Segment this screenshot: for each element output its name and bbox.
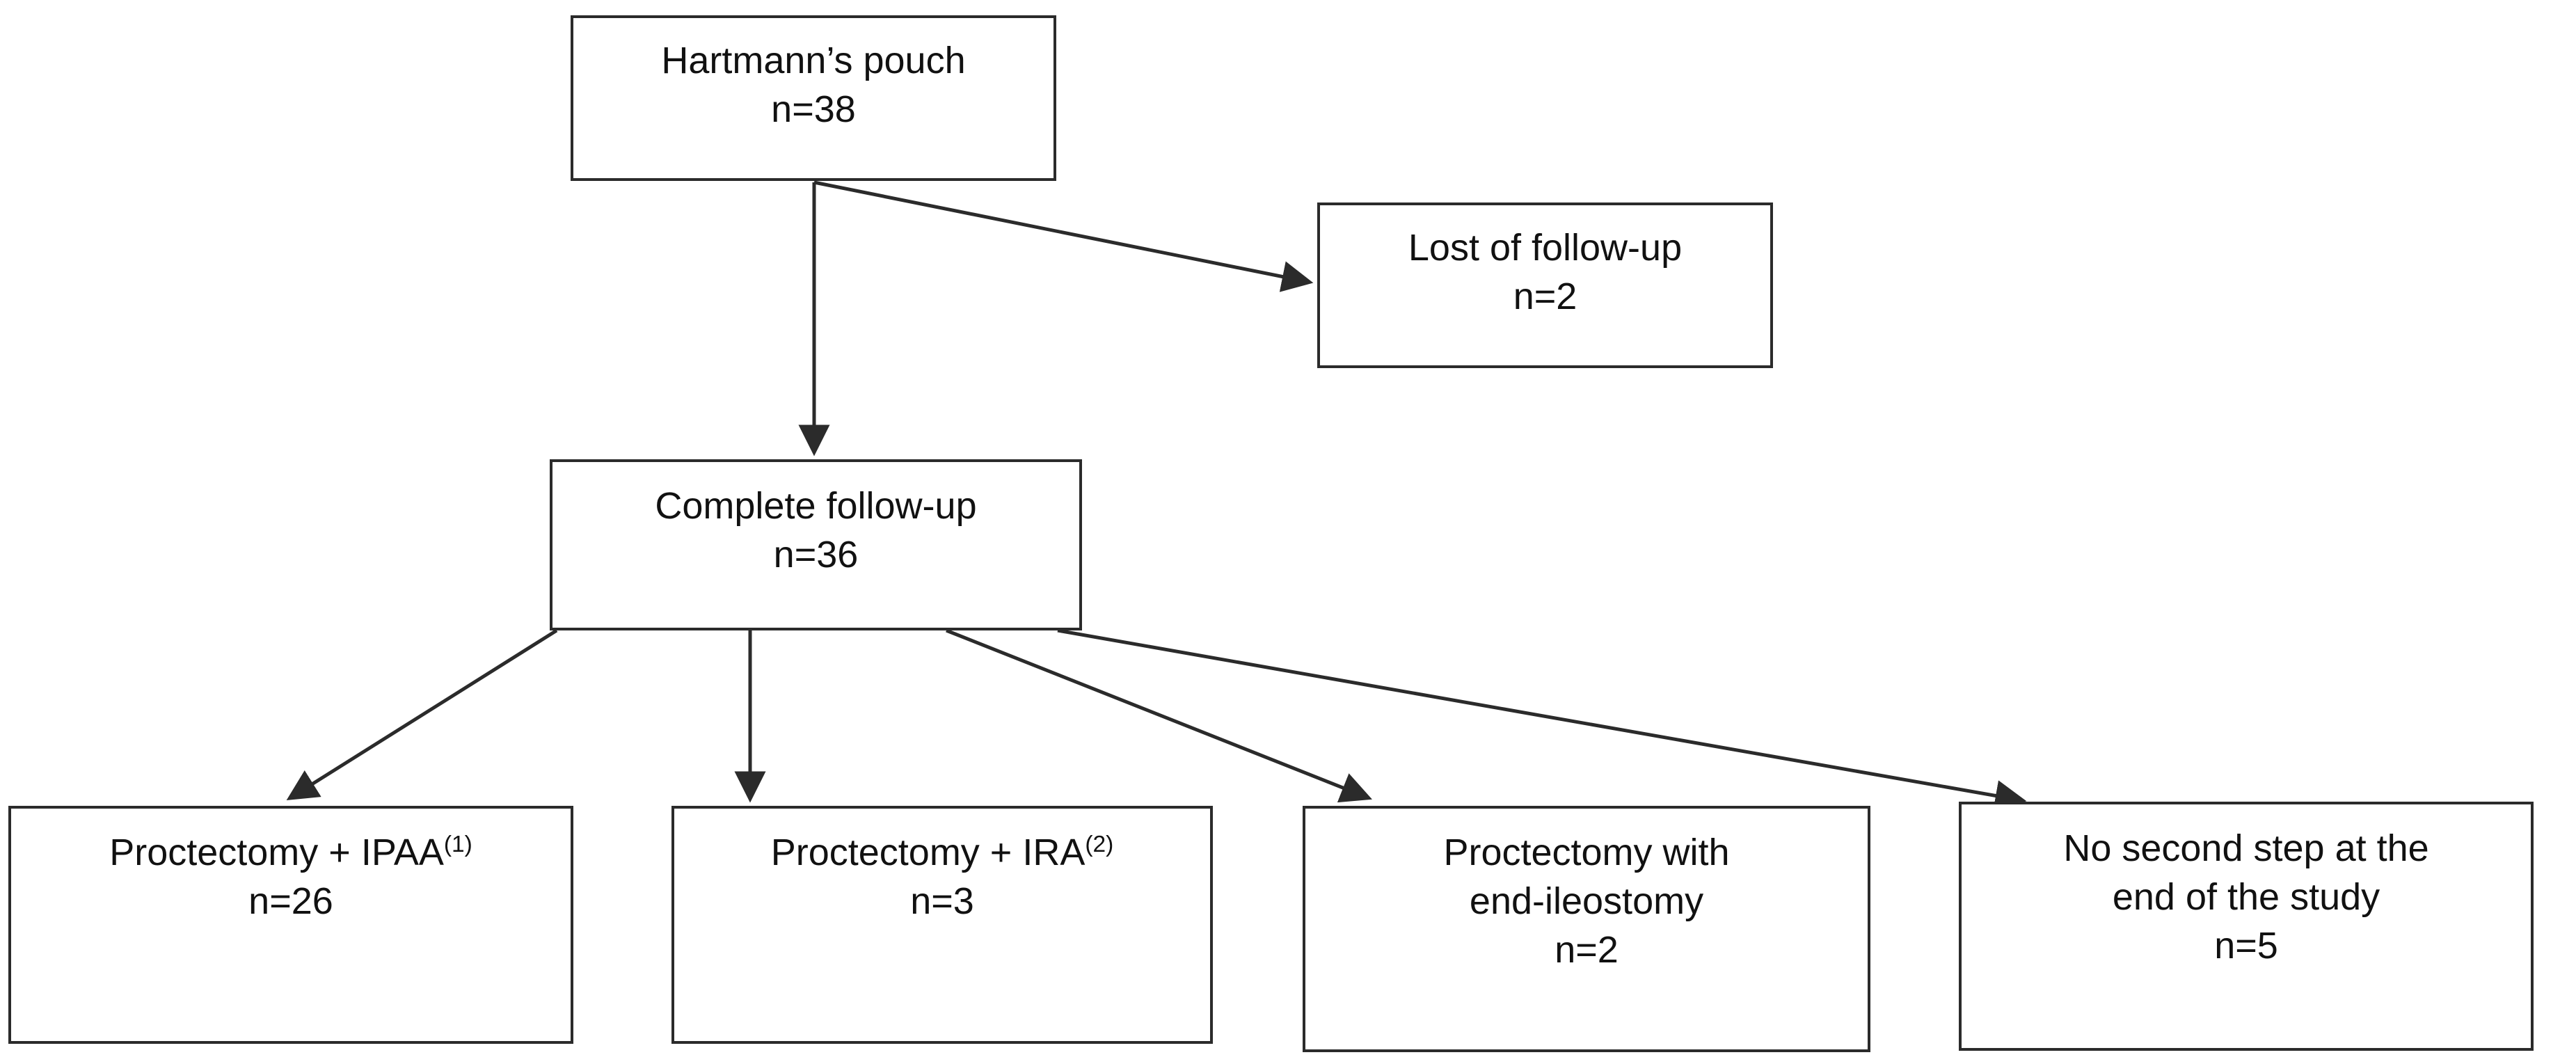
- no-second-step-node[interactable]: No second step at the end of the study n…: [1959, 802, 2534, 1051]
- edge-complete-to-nosecond: [1057, 628, 2027, 811]
- lost-follow-up-node[interactable]: Lost of follow-up n=2: [1317, 203, 1773, 368]
- proctectomy-ira-label: Proctectomy + IRA(2): [771, 828, 1114, 877]
- complete-follow-up-count: n=36: [773, 534, 859, 576]
- proctectomy-ipaa-label: Proctectomy + IPAA(1): [109, 828, 472, 877]
- no-second-step-count: n=5: [2214, 925, 2278, 967]
- lost-follow-up-count: n=2: [1513, 276, 1577, 318]
- proctectomy-end-ileostomy-label-line2: end-ileostomy: [1469, 880, 1704, 923]
- proctectomy-ipaa-label-text: Proctectomy + IPAA: [109, 832, 444, 873]
- hartmann-pouch-label: Hartmann’s pouch: [661, 40, 966, 81]
- proctectomy-ira-superscript: (2): [1085, 832, 1114, 857]
- proctectomy-ira-node[interactable]: Proctectomy + IRA(2) n=3: [671, 806, 1213, 1044]
- proctectomy-end-ileostomy-count: n=2: [1555, 929, 1619, 971]
- proctectomy-ipaa-superscript: (1): [443, 832, 472, 857]
- edge-hartmann-to-lost: [813, 180, 1314, 292]
- edge-complete-to-ileostomy: [946, 628, 1372, 803]
- hartmann-pouch-node[interactable]: Hartmann’s pouch n=38: [571, 15, 1056, 181]
- lost-follow-up-label: Lost of follow-up: [1408, 227, 1683, 269]
- hartmann-pouch-count: n=38: [771, 88, 856, 131]
- proctectomy-end-ileostomy-node[interactable]: Proctectomy with end-ileostomy n=2: [1303, 806, 1870, 1052]
- no-second-step-label-line2: end of the study: [2112, 876, 2380, 919]
- complete-follow-up-node[interactable]: Complete follow-up n=36: [550, 459, 1082, 630]
- proctectomy-ira-label-text: Proctectomy + IRA: [770, 832, 1086, 873]
- no-second-step-label-line1: No second step at the: [2063, 827, 2429, 869]
- proctectomy-end-ileostomy-label-line1: Proctectomy with: [1443, 832, 1730, 873]
- proctectomy-ipaa-count: n=26: [248, 880, 333, 923]
- proctectomy-ira-count: n=3: [910, 880, 974, 923]
- proctectomy-ipaa-node[interactable]: Proctectomy + IPAA(1) n=26: [8, 806, 573, 1044]
- edge-complete-to-ipaa: [286, 628, 558, 800]
- complete-follow-up-label: Complete follow-up: [655, 485, 977, 527]
